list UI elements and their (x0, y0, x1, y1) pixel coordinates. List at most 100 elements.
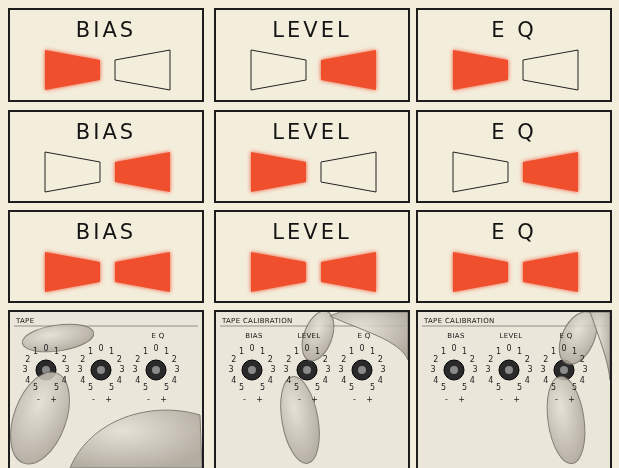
dial-label: E Q (151, 332, 164, 340)
dial-number: 3 (338, 366, 343, 374)
dial-number: 4 (488, 377, 493, 385)
panel-header: TAPE (16, 317, 34, 325)
panel-title: E Q (418, 120, 610, 144)
dial-number: + (256, 396, 263, 404)
dial-number: 2 (488, 356, 493, 364)
dial-number: + (160, 396, 167, 404)
dial-number: 4 (543, 377, 548, 385)
dial-number: 3 (77, 366, 82, 374)
dial-number: - (298, 396, 301, 404)
dial-number: 3 (174, 366, 179, 374)
indicator-panel: LEVEL (214, 8, 410, 102)
dial-number: - (555, 396, 558, 404)
dial-number: 0 (153, 345, 158, 353)
dial-number: 5 (496, 384, 501, 392)
dial-number: 5 (33, 384, 38, 392)
dial-number: 2 (268, 356, 273, 364)
dial-number: 2 (286, 356, 291, 364)
dial-number: - (37, 396, 40, 404)
dial-number: 1 (88, 348, 93, 356)
dial-label: E Q (357, 332, 370, 340)
dial-number: 3 (380, 366, 385, 374)
dial-number: 1 (33, 348, 38, 356)
dial-number: 1 (349, 348, 354, 356)
dial-number: 3 (540, 366, 545, 374)
dial-number: + (366, 396, 373, 404)
dial-number: - (92, 396, 95, 404)
dial-number: 5 (572, 384, 577, 392)
dial-number: 5 (349, 384, 354, 392)
dial-number: - (243, 396, 246, 404)
dial-number: 3 (430, 366, 435, 374)
dial-number: 1 (370, 348, 375, 356)
dial-number: 3 (472, 366, 477, 374)
dial-number: 2 (62, 356, 67, 364)
indicator-panel: E Q (416, 110, 612, 203)
dial-number: 2 (433, 356, 438, 364)
indicator-panel: E Q (416, 8, 612, 102)
dial-number: 0 (506, 345, 511, 353)
dial-number: 0 (304, 345, 309, 353)
panel-title: E Q (418, 220, 610, 244)
panel-header: TAPE CALIBRATION (222, 317, 293, 325)
panel-header: TAPE CALIBRATION (424, 317, 495, 325)
dial-number: 4 (117, 377, 122, 385)
dial-number: + (105, 396, 112, 404)
indicator-panel: LEVEL (214, 110, 410, 203)
dial-number: 4 (80, 377, 85, 385)
dial-number: 2 (172, 356, 177, 364)
dial-number: 1 (551, 348, 556, 356)
dial-number: 4 (25, 377, 30, 385)
dial-number: 5 (109, 384, 114, 392)
dial-number: 3 (119, 366, 124, 374)
dial-number: - (353, 396, 356, 404)
dial-number: 1 (496, 348, 501, 356)
panel-title: LEVEL (216, 220, 408, 244)
dial-number: 4 (525, 377, 530, 385)
dial-number: 5 (441, 384, 446, 392)
dial-number: 1 (517, 348, 522, 356)
dial-number: 1 (572, 348, 577, 356)
dial-number: 4 (580, 377, 585, 385)
dial-number: 3 (228, 366, 233, 374)
dial-number: 3 (22, 366, 27, 374)
dial-number: 4 (286, 377, 291, 385)
dial-number: 3 (64, 366, 69, 374)
dial-number: 3 (582, 366, 587, 374)
dial-label: LEVEL (298, 332, 321, 340)
indicator-panel: LEVEL (214, 210, 410, 303)
dial-number: 2 (117, 356, 122, 364)
dial-number: 3 (485, 366, 490, 374)
panel-title: E Q (418, 18, 610, 42)
dial-number: 0 (359, 345, 364, 353)
dial-number: 1 (315, 348, 320, 356)
dial-number: 5 (143, 384, 148, 392)
dial-number: 0 (451, 345, 456, 353)
dial-number: 5 (260, 384, 265, 392)
dial-number: 4 (135, 377, 140, 385)
indicator-panel: BIAS (8, 110, 204, 203)
dial-number: + (311, 396, 318, 404)
dial-number: - (147, 396, 150, 404)
dial-number: 3 (132, 366, 137, 374)
dial-number: 1 (294, 348, 299, 356)
dial-number: 1 (462, 348, 467, 356)
dial-label: BIAS (447, 332, 464, 340)
dial-number: 2 (580, 356, 585, 364)
dial-number: 4 (341, 377, 346, 385)
dial-number: 2 (80, 356, 85, 364)
dial-label: BIAS (245, 332, 262, 340)
dial-number: 3 (325, 366, 330, 374)
dial-number: 2 (25, 356, 30, 364)
dial-number: 2 (470, 356, 475, 364)
dial-number: 4 (470, 377, 475, 385)
dial-number: 5 (294, 384, 299, 392)
dial-number: 4 (378, 377, 383, 385)
dial-number: 3 (283, 366, 288, 374)
panel-title: BIAS (10, 220, 202, 244)
dial-number: 2 (525, 356, 530, 364)
panel-title: BIAS (10, 18, 202, 42)
dial-number: 5 (551, 384, 556, 392)
dial-number: + (50, 396, 57, 404)
